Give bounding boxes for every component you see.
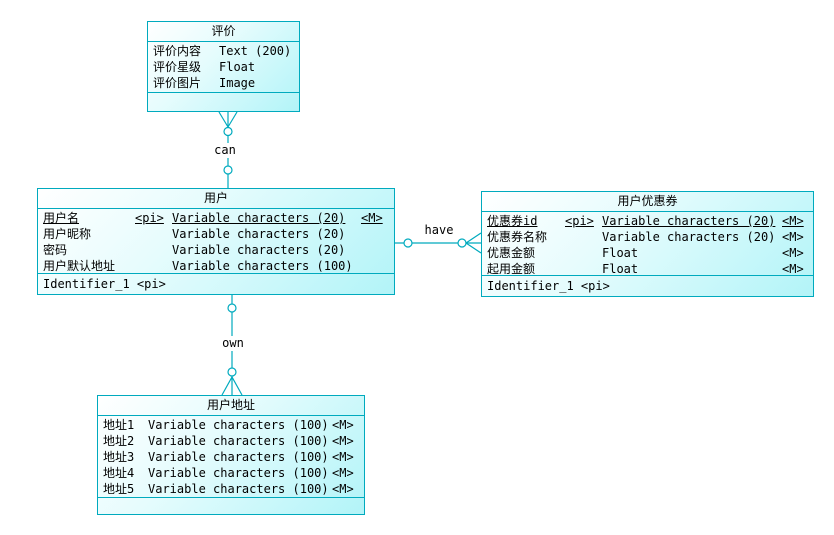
- crows-foot-icon: [218, 111, 238, 128]
- attribute-name: 用户名: [43, 211, 80, 225]
- attribute-m: <M>: [332, 482, 354, 496]
- attribute-row: 评价图片 Image: [153, 75, 295, 91]
- attribute-type: Variable characters (20): [602, 214, 776, 228]
- attribute-type: Float: [219, 60, 256, 74]
- entity-user[interactable]: 用户 用户名<pi>Variable characters (20)<M>用户昵…: [37, 188, 395, 295]
- entity-review-attributes: 评价内容 Text (200) 评价星级 Float 评价图片 Image: [148, 42, 299, 93]
- attribute-row: 用户名 <pi> Variable characters (20) <M>: [43, 210, 390, 226]
- attribute-row: 地址3 Variable characters (100)<M>: [103, 449, 360, 465]
- entity-coupon[interactable]: 用户优惠券 优惠券id <pi> Variable characters (20) <…: [481, 191, 814, 297]
- attribute-name: 评价星级: [153, 60, 202, 74]
- entity-user-identifier: Identifier_1 <pi>: [43, 277, 166, 291]
- attribute-type: Variable characters (100): [148, 482, 329, 496]
- optional-circle-icon: [457, 238, 467, 248]
- attribute-type: Variable characters (100): [172, 259, 353, 273]
- attribute-m: <M>: [361, 211, 383, 225]
- attribute-m: <M>: [782, 230, 804, 244]
- attribute-name: 用户默认地址: [43, 259, 116, 273]
- optional-circle-icon: [223, 126, 233, 137]
- attribute-row: 优惠券名称 Variable characters (20) <M>: [487, 229, 809, 245]
- attribute-pi: [565, 261, 602, 275]
- attribute-name: 地址1: [103, 418, 135, 432]
- attribute-pi: [135, 226, 172, 242]
- attribute-name: 地址3: [103, 450, 135, 464]
- attribute-m: <M>: [332, 418, 354, 432]
- attribute-type: Variable characters (100): [148, 450, 329, 464]
- attribute-type: Variable characters (20): [172, 227, 346, 241]
- crows-foot-icon: [221, 376, 243, 396]
- attribute-row: 评价星级 Float: [153, 59, 295, 75]
- relationship-label-can[interactable]: can: [210, 143, 240, 158]
- attribute-row: 地址1 Variable characters (100)<M>: [103, 417, 360, 433]
- optional-circle-icon: [403, 238, 413, 248]
- attribute-pi: [565, 245, 602, 261]
- attribute-row: 评价内容 Text (200): [153, 43, 295, 59]
- attribute-type: Float: [602, 262, 639, 276]
- attribute-name: 地址4: [103, 466, 135, 480]
- attribute-name: 评价内容: [153, 44, 202, 58]
- attribute-name: 起用金额: [487, 262, 536, 276]
- attribute-row: 密码 Variable characters (20): [43, 242, 390, 258]
- entity-review[interactable]: 评价 评价内容 Text (200) 评价星级 Float 评价图片 Image: [147, 21, 300, 112]
- attribute-name: 优惠金额: [487, 246, 536, 260]
- attribute-type: Variable characters (100): [148, 418, 329, 432]
- entity-user-title: 用户: [38, 189, 394, 209]
- attribute-m: <M>: [332, 434, 354, 448]
- attribute-m: <M>: [332, 466, 354, 480]
- attribute-row: 用户昵称 Variable characters (20): [43, 226, 390, 242]
- attribute-name: 地址5: [103, 482, 135, 496]
- attribute-name: 地址2: [103, 434, 135, 448]
- entity-coupon-title: 用户优惠券: [482, 192, 813, 212]
- attribute-pi: [565, 229, 602, 245]
- attribute-type: Variable characters (20): [602, 230, 776, 244]
- optional-circle-icon: [227, 367, 237, 377]
- attribute-name: 优惠券id: [487, 214, 538, 228]
- attribute-name: 优惠券名称: [487, 230, 548, 244]
- attribute-row: 起用金额 Float <M>: [487, 261, 809, 276]
- attribute-type: Variable characters (100): [148, 466, 329, 480]
- optional-circle-icon: [227, 303, 237, 313]
- crows-foot-icon: [465, 232, 482, 254]
- relationship-have-connector[interactable]: [395, 232, 482, 254]
- attribute-type: Image: [219, 76, 256, 90]
- entity-review-title: 评价: [148, 22, 299, 42]
- attribute-name: 用户昵称: [43, 227, 92, 241]
- attribute-type: Variable characters (20): [172, 243, 346, 257]
- attribute-m: <M>: [332, 450, 354, 464]
- relationship-own-connector[interactable]: [221, 295, 243, 396]
- attribute-row: 优惠券id <pi> Variable characters (20) <M>: [487, 213, 809, 229]
- optional-circle-icon: [223, 165, 233, 175]
- entity-coupon-attributes: 优惠券id<pi>Variable characters (20)<M>优惠券名…: [482, 212, 813, 276]
- attribute-pi: [135, 258, 172, 273]
- attribute-pi: <pi>: [565, 214, 594, 228]
- attribute-m: <M>: [782, 214, 804, 228]
- entity-coupon-identifier: Identifier_1 <pi>: [487, 279, 610, 293]
- attribute-row: 地址5 Variable characters (100)<M>: [103, 481, 360, 497]
- attribute-pi: [135, 242, 172, 258]
- relationship-label-own[interactable]: own: [216, 336, 250, 351]
- attribute-m: <M>: [782, 262, 804, 276]
- attribute-name: 密码: [43, 243, 68, 257]
- attribute-row: 优惠金额 Float <M>: [487, 245, 809, 261]
- attribute-type: Text (200): [219, 44, 292, 58]
- entity-user-attributes: 用户名 <pi> Variable characters (20) <M> 用户昵称 Va…: [38, 209, 394, 274]
- attribute-name: 评价图片: [153, 76, 202, 90]
- entity-review-identifier: [148, 93, 299, 111]
- attribute-row: 用户默认地址 Variable characters (100): [43, 258, 390, 273]
- attribute-type: Float: [602, 246, 639, 260]
- attribute-pi: <pi>: [135, 211, 164, 225]
- entity-address-title: 用户地址: [98, 396, 364, 416]
- attribute-type: Variable characters (100): [148, 434, 329, 448]
- attribute-row: 地址2 Variable characters (100)<M>: [103, 433, 360, 449]
- attribute-row: 地址4 Variable characters (100)<M>: [103, 465, 360, 481]
- attribute-type: Variable characters (20): [172, 211, 346, 225]
- entity-address-identifier: [98, 498, 364, 514]
- attribute-m: <M>: [782, 246, 804, 260]
- relationship-label-have[interactable]: have: [420, 223, 458, 238]
